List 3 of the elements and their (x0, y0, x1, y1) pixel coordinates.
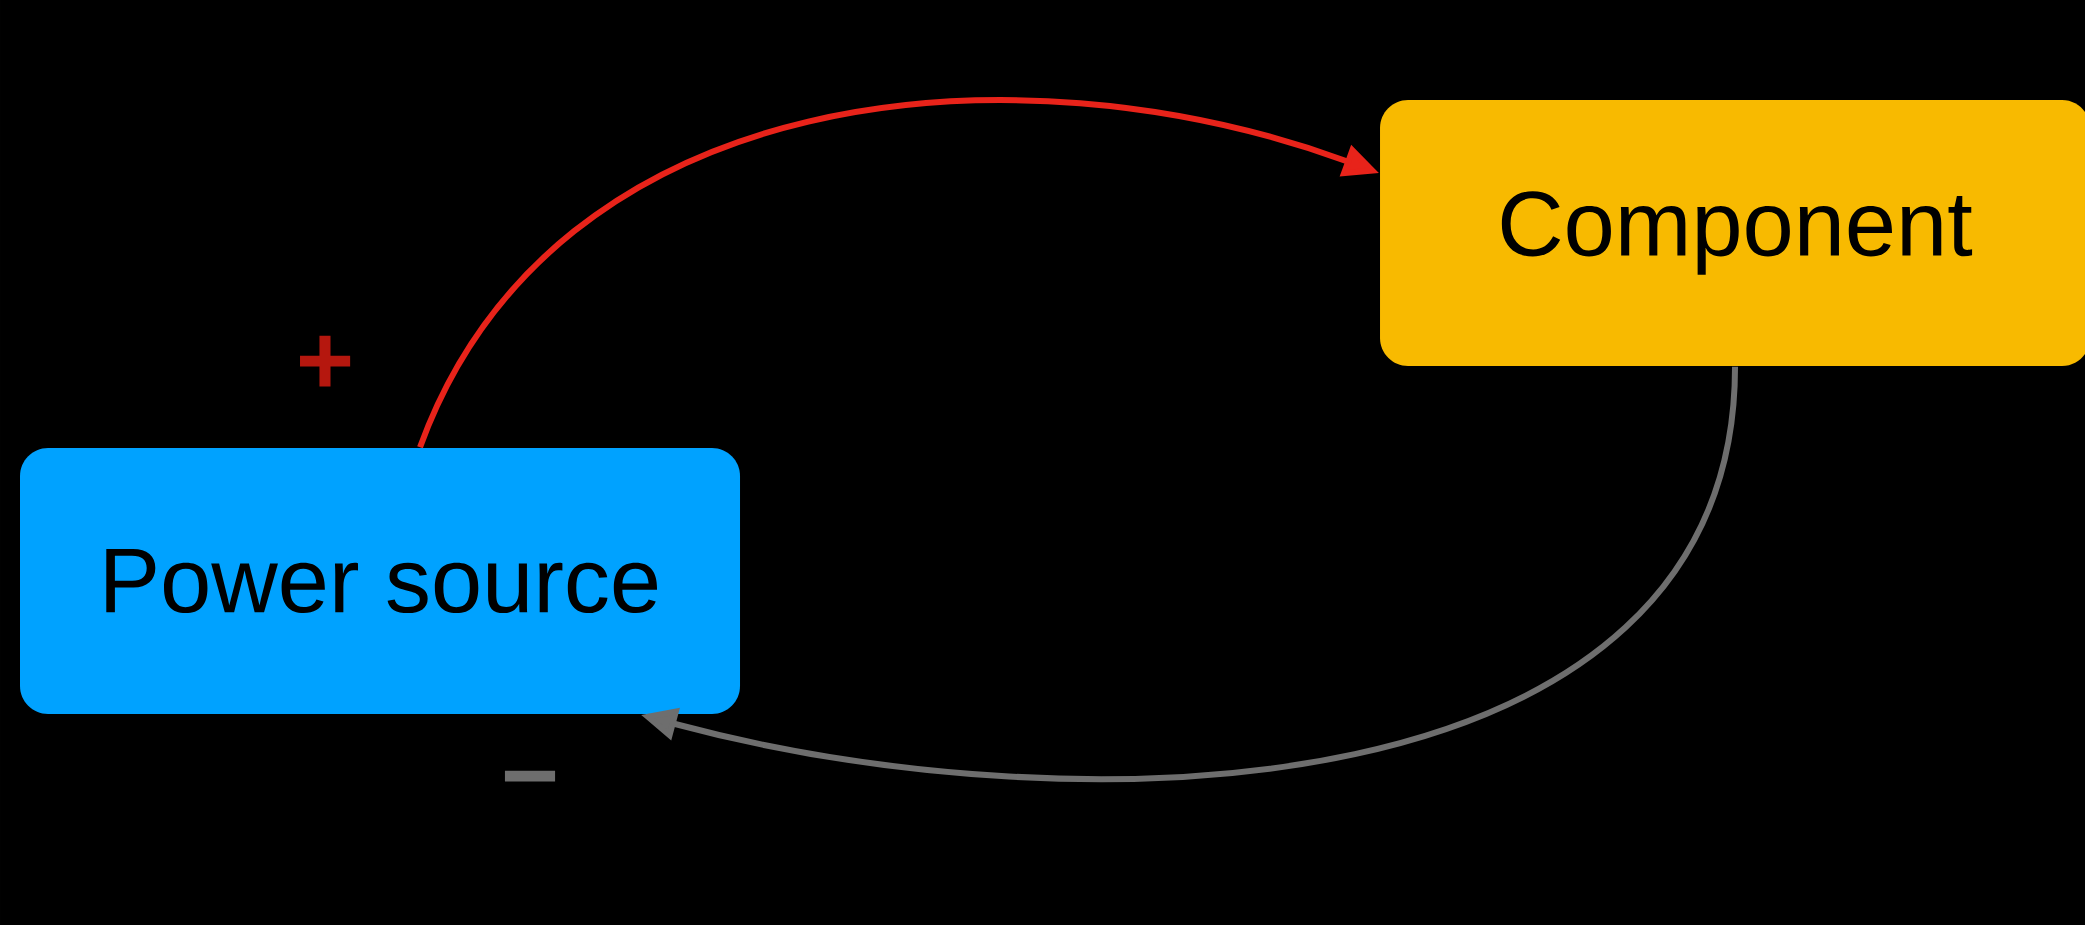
process-box: Component (1380, 100, 2085, 366)
process-box: Power source (20, 448, 740, 715)
polarity-sign: + (300, 335, 351, 387)
